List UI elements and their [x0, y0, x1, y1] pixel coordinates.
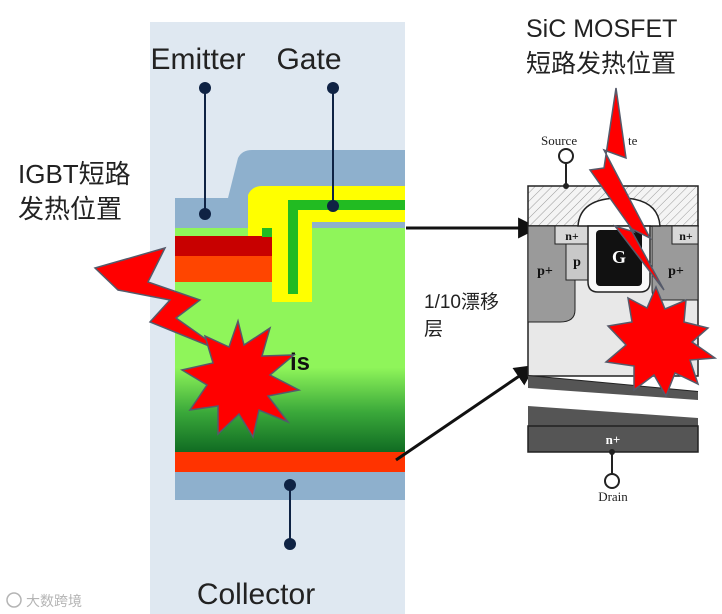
mosfet-n-plus-right-label: n+: [679, 229, 693, 243]
mosfet-p-plus-right-label: p+: [668, 264, 684, 279]
drift-label-line2: 层: [424, 319, 443, 340]
emitter-pin-contact: [199, 208, 211, 220]
igbt-gate-oxide: [248, 186, 405, 302]
igbt-emitter-n-plus: [175, 236, 272, 256]
igbt-pins: [199, 82, 339, 550]
gate-label: Gate: [276, 43, 341, 76]
gate-pin-contact: [327, 200, 339, 212]
mosfet-drain-terminal: [604, 473, 620, 489]
gate-pin-top: [327, 82, 339, 94]
igbt-heat-label-line1: IGBT短路: [18, 159, 131, 189]
mosfet-p-inner-label: p: [573, 255, 581, 270]
mosfet-n-plus-right-region: [671, 225, 699, 245]
mosfet-drain-n-plus-label: n+: [606, 432, 621, 447]
sic-heat-star: [604, 285, 718, 398]
igbt-heat-star: [180, 318, 302, 439]
mosfet-substrate-lower-edge: [528, 406, 698, 426]
mosfet-substrate-slab: [528, 376, 698, 400]
collector-label: Collector: [197, 578, 315, 611]
igbt-lightning-bolt: [93, 246, 225, 353]
watermark-text: 大数跨境: [26, 593, 82, 609]
igbt-gate-corner: [262, 228, 272, 237]
watermark: 大数跨境: [6, 592, 82, 609]
emitter-pin-top: [199, 82, 211, 94]
mosfet-n-plus-left-label: n+: [565, 229, 579, 243]
igbt-collector-p-layer: [175, 452, 405, 472]
mosfet-drain-n-plus: [527, 425, 699, 453]
mosfet-pins: [558, 148, 620, 489]
collector-pin-contact: [284, 479, 296, 491]
igbt-gate-poly: [288, 200, 405, 294]
igbt-emitter-p-base: [175, 256, 272, 282]
mosfet-source-label: Source: [541, 133, 577, 148]
mosfet-p-well-left: [527, 225, 576, 323]
sic-heat-label-line2: 短路发热位置: [526, 50, 676, 78]
mosfet-p-plus-left-label: p+: [537, 264, 553, 279]
igbt-partial-text: is: [290, 349, 310, 376]
drift-arrow-lower: [395, 364, 536, 462]
emitter-label: Emitter: [150, 43, 245, 76]
mosfet-drain-dot: [609, 449, 615, 455]
mosfet-drain-label: Drain: [598, 489, 628, 504]
drift-label-line1: 1/10漂移: [424, 291, 499, 313]
igbt-structure: [150, 22, 405, 614]
mosfet-source-dot: [563, 183, 569, 189]
sic-lightning-bolt: [588, 87, 665, 291]
watermark-logo-icon: [6, 592, 22, 608]
igbt-heat-label-line2: 发热位置: [18, 194, 122, 224]
sic-heat-marker: [588, 87, 718, 398]
sic-heat-label-line1: SiC MOSFET: [526, 15, 677, 43]
mosfet-gate-letter: G: [612, 247, 626, 267]
mosfet-source-terminal: [558, 148, 574, 164]
mosfet-gate-label-suffix: te: [628, 133, 638, 148]
igbt-heat-marker: [93, 246, 302, 439]
collector-pin-bottom: [284, 538, 296, 550]
